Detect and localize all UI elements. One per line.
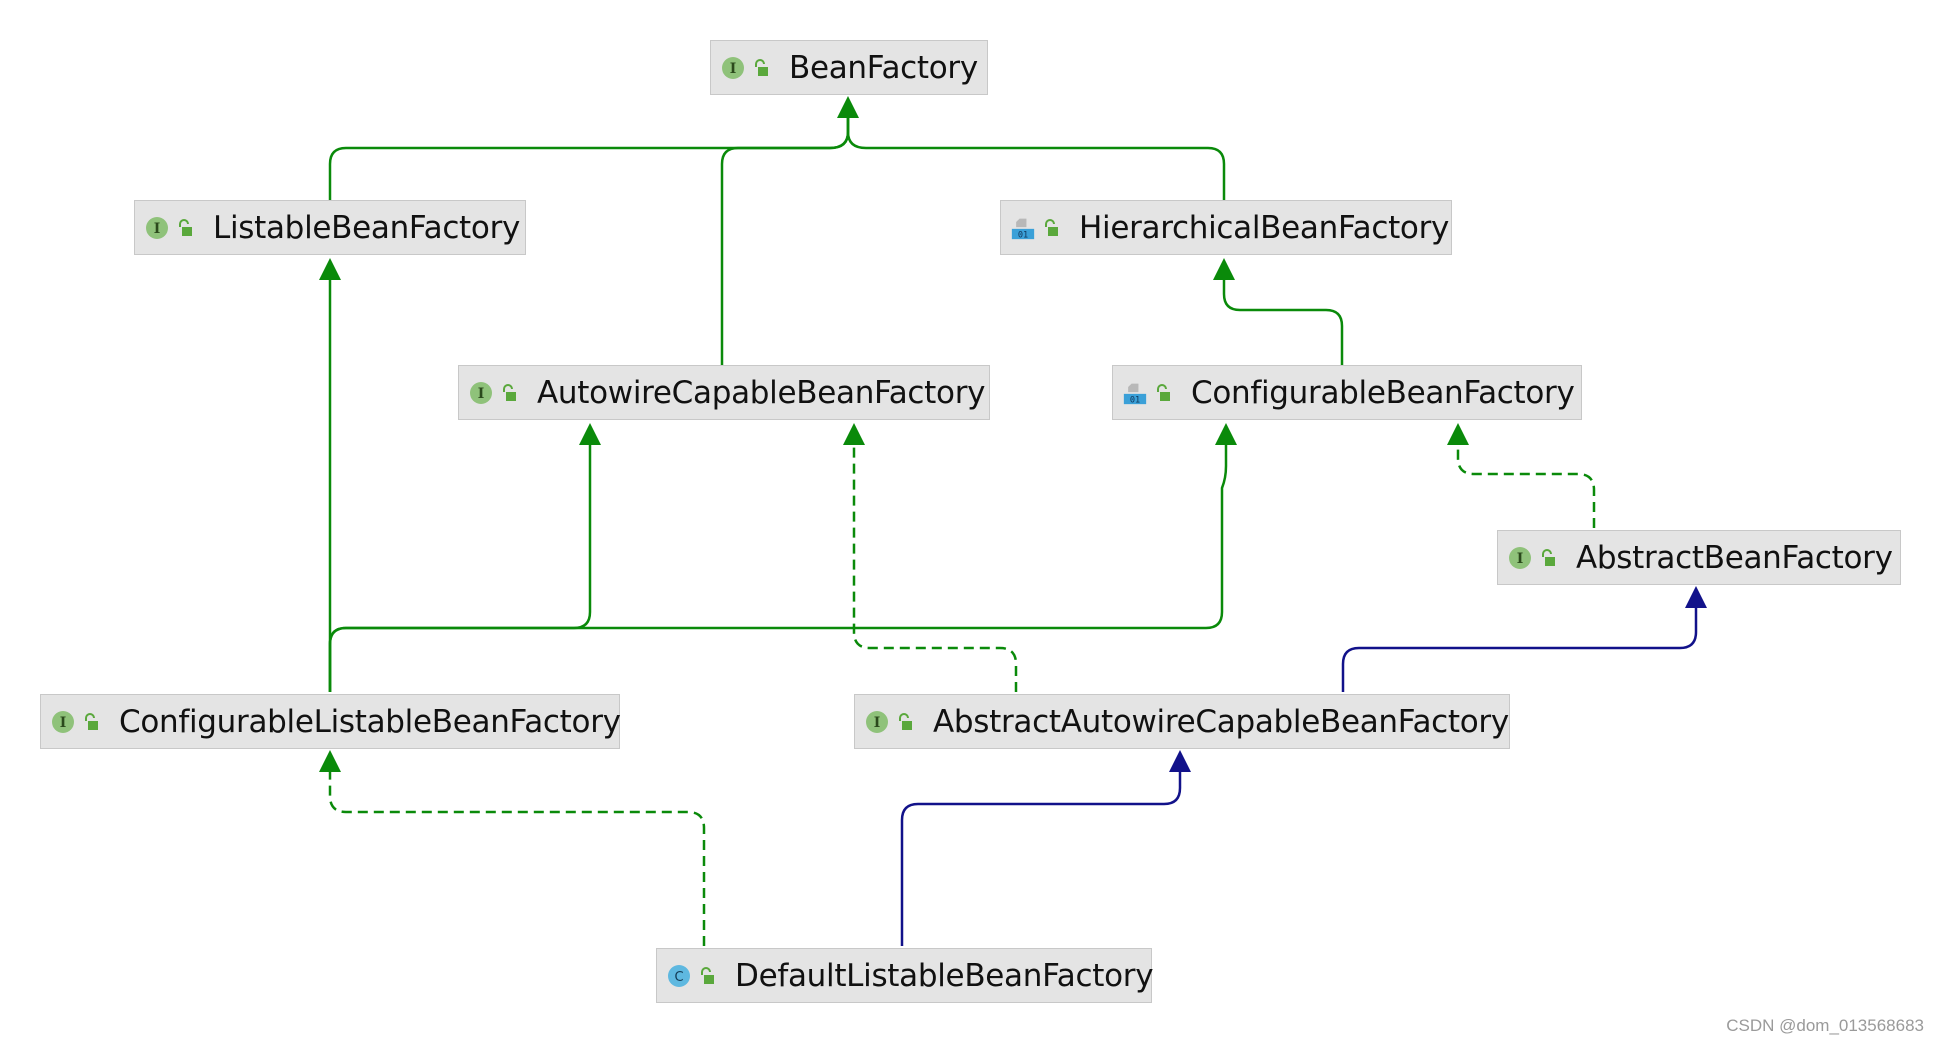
node-abstractautowirecapablebeanfactory[interactable]: I AbstractAutowireCapableBeanFactory [854, 694, 1510, 749]
arrowhead-autowire-dashed [843, 423, 865, 445]
binary-interface-icon: 01 [1011, 216, 1035, 240]
arrowhead-configurable-dashed [1447, 423, 1469, 445]
public-unlock-icon [83, 712, 99, 731]
public-unlock-icon [753, 58, 769, 77]
svg-text:01: 01 [1018, 230, 1028, 240]
interface-i-icon: I [721, 56, 745, 80]
node-label: AbstractBeanFactory [1576, 539, 1893, 576]
node-hierarchicalbeanfactory[interactable]: 01 HierarchicalBeanFactory [1000, 200, 1452, 255]
node-label: DefaultListableBeanFactory [735, 957, 1154, 994]
public-unlock-icon [177, 218, 193, 237]
svg-text:C: C [674, 970, 683, 985]
watermark: CSDN @dom_013568683 [1726, 1016, 1924, 1035]
edge-listable-to-beanfactory [328, 115, 850, 200]
arrowhead-abstractautowire [1169, 750, 1191, 772]
svg-text:I: I [1517, 551, 1524, 567]
arrowheads [319, 96, 1707, 772]
public-unlock-icon [1540, 548, 1556, 567]
public-unlock-icon [1155, 383, 1171, 402]
svg-text:01: 01 [1130, 395, 1140, 405]
svg-text:I: I [478, 386, 485, 402]
node-configurablebeanfactory[interactable]: 01 ConfigurableBeanFactory [1112, 365, 1582, 420]
class-c-icon: C [667, 964, 691, 988]
node-listablebeanfactory[interactable]: I ListableBeanFactory [134, 200, 526, 255]
arrowhead-configlistable [319, 750, 341, 772]
arrowhead-abstractbean [1685, 586, 1707, 608]
svg-text:I: I [874, 715, 881, 731]
arrowhead-listable [319, 258, 341, 280]
edge-abstractautowire-to-autowire [852, 445, 1018, 692]
svg-text:I: I [60, 715, 67, 731]
arrowhead-autowire-solid [579, 423, 601, 445]
public-unlock-icon [1043, 218, 1059, 237]
edge-configlistable-to-autowire [328, 445, 592, 692]
node-beanfactory[interactable]: I BeanFactory [710, 40, 988, 95]
node-label: AbstractAutowireCapableBeanFactory [933, 703, 1509, 740]
node-label: HierarchicalBeanFactory [1079, 209, 1450, 246]
node-label: BeanFactory [789, 49, 978, 86]
node-label: AutowireCapableBeanFactory [537, 374, 986, 411]
edge-autowire-to-beanfactory [720, 115, 850, 365]
node-label: ListableBeanFactory [213, 209, 521, 246]
public-unlock-icon [699, 966, 715, 985]
edge-default-to-abstractautowire [900, 772, 1182, 946]
node-defaultlistablebeanfactory[interactable]: C DefaultListableBeanFactory [656, 948, 1154, 1003]
node-configurablelistablebeanfactory[interactable]: I ConfigurableListableBeanFactory [40, 694, 621, 749]
node-autowirecapablebeanfactory[interactable]: I AutowireCapableBeanFactory [458, 365, 990, 420]
interface-i-icon: I [865, 710, 889, 734]
node-label: ConfigurableBeanFactory [1191, 374, 1575, 411]
interface-i-icon: I [1508, 546, 1532, 570]
arrowhead-beanfactory [837, 96, 859, 118]
interface-i-icon: I [145, 216, 169, 240]
edge-configurable-to-hierarchical [1222, 280, 1344, 365]
edge-abstractautowire-to-abstractbean [1341, 608, 1698, 692]
node-label: ConfigurableListableBeanFactory [119, 703, 621, 740]
node-abstractbeanfactory[interactable]: I AbstractBeanFactory [1497, 530, 1901, 585]
arrowhead-hierarchical [1213, 258, 1235, 280]
arrowhead-configurable-solid [1215, 423, 1237, 445]
svg-text:I: I [154, 221, 161, 237]
public-unlock-icon [897, 712, 913, 731]
edge-abstractbean-to-configurable [1456, 445, 1596, 528]
edge-configlistable-to-configurable [328, 445, 1228, 692]
interface-i-icon: I [469, 381, 493, 405]
binary-interface-icon: 01 [1123, 381, 1147, 405]
interface-i-icon: I [51, 710, 75, 734]
public-unlock-icon [501, 383, 517, 402]
edge-default-to-configlistable [328, 772, 706, 946]
svg-text:I: I [730, 61, 737, 77]
edge-hierarchical-to-beanfactory [846, 115, 1226, 200]
